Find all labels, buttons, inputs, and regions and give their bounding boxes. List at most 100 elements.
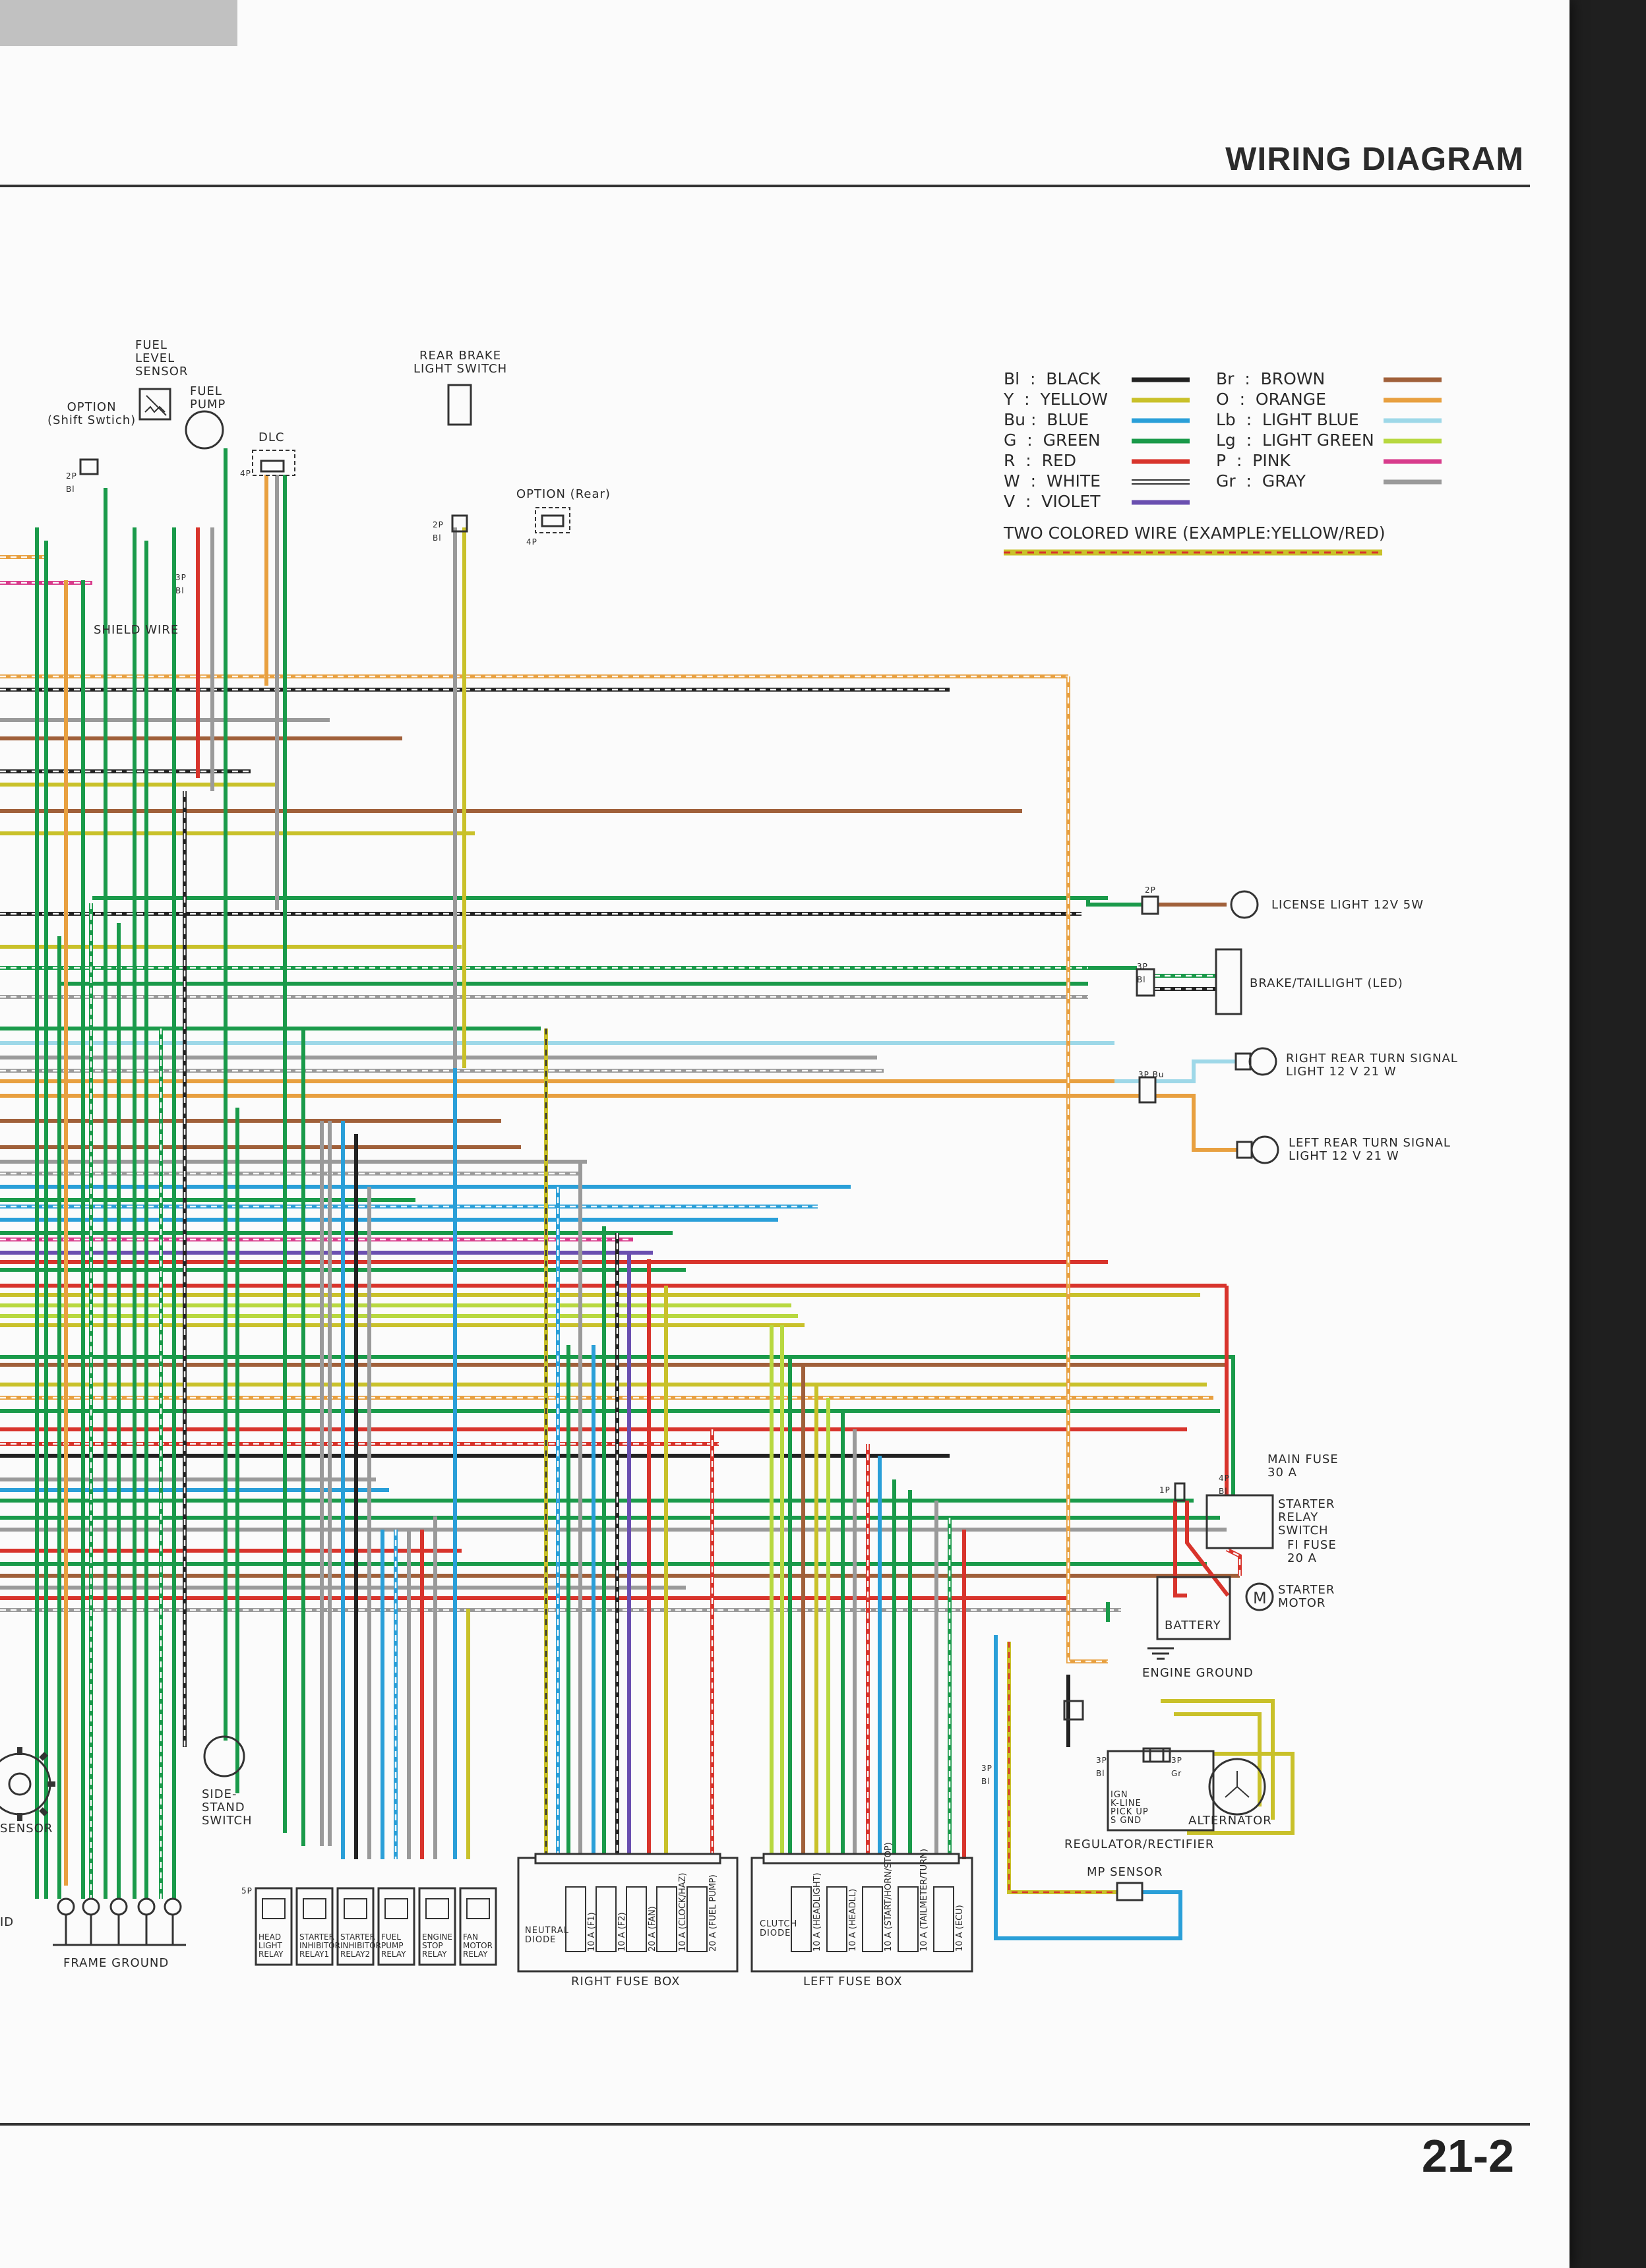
relay-block bbox=[255, 1887, 497, 1966]
alternator-icon bbox=[1208, 1758, 1266, 1816]
relay-2-outline bbox=[336, 1887, 375, 1966]
option-rear-label: OPTION (Rear) bbox=[516, 487, 611, 501]
fuel-level-sensor-label: FUEL LEVEL SENSOR bbox=[135, 338, 189, 378]
wire-139 bbox=[994, 1635, 1182, 1940]
relay-2-coil bbox=[344, 1898, 367, 1919]
wire-135 bbox=[1187, 1752, 1295, 1835]
starter-motor-label: STARTER MOTOR bbox=[1278, 1583, 1335, 1610]
fuel-pump-icon bbox=[185, 410, 224, 450]
frame-ground-icons bbox=[53, 1897, 186, 1946]
starter-relay-switch-label: STARTER RELAY SWITCH bbox=[1278, 1497, 1335, 1537]
option-rear-connector bbox=[535, 507, 570, 533]
tail-connector-code: 3P Bl bbox=[1137, 962, 1148, 984]
engine-ground-label: ENGINE GROUND bbox=[1142, 1666, 1254, 1680]
side-stand-switch-icon bbox=[203, 1735, 245, 1777]
mp-connector-code: 3P Bl bbox=[981, 1764, 992, 1786]
mp-sensor-label: MP SENSOR bbox=[1087, 1865, 1163, 1879]
manual-page bbox=[0, 0, 1570, 2268]
wire-120 bbox=[1066, 676, 1108, 1663]
legend-item-br: Br : BROWN bbox=[1216, 369, 1326, 388]
regulator-rectifier-icon bbox=[1107, 1750, 1215, 1832]
right-rear-turn-icon bbox=[1248, 1047, 1277, 1076]
right-fuse-label-0: 10 A (F1) bbox=[587, 1912, 597, 1952]
starter-motor-icon bbox=[1245, 1582, 1274, 1611]
legend-item-g: G : GREEN bbox=[1004, 431, 1101, 450]
legend-item-w: W : WHITE bbox=[1004, 471, 1101, 491]
wire-140 bbox=[1007, 1642, 1117, 1894]
wire-tracer-120 bbox=[1067, 676, 1108, 1663]
engine-ground-icon bbox=[1147, 1647, 1174, 1660]
battery-icon bbox=[1156, 1576, 1231, 1640]
fi-fuse-label: FI FUSE 20 A bbox=[1287, 1538, 1337, 1565]
left-fuse-label-1: 10 A (HEADLL) bbox=[848, 1888, 858, 1952]
regulator-rectifier-label: REGULATOR/RECTIFIER bbox=[1064, 1837, 1215, 1851]
right-fuse-box-label: RIGHT FUSE BOX bbox=[571, 1975, 681, 1988]
page-number: 21-2 bbox=[1421, 2130, 1514, 2182]
left-fuse-label-3: 10 A (TAILMETER/TURN) bbox=[919, 1849, 929, 1952]
legend-item-lb: Lb : LIGHT BLUE bbox=[1216, 410, 1359, 429]
license-light-icon bbox=[1230, 890, 1259, 919]
fuel-level-sensor-icon bbox=[138, 388, 171, 421]
frame-ground-label: FRAME GROUND bbox=[63, 1956, 169, 1970]
dlc-connector-code: 4P bbox=[240, 469, 251, 478]
frame-ground-terminal-icon bbox=[109, 1897, 128, 1916]
left-fuse-label-2: 10 A (START/HORN/STOP) bbox=[884, 1842, 894, 1952]
rear-brake-switch-label: REAR BRAKE LIGHT SWITCH bbox=[413, 349, 508, 376]
left-rear-turn-icon bbox=[1250, 1135, 1279, 1164]
right-fuse-box-outline bbox=[517, 1857, 739, 1973]
regulator-pins-label: IGN K-LINE PICK UP S GND bbox=[1111, 1790, 1149, 1826]
gear-sensor-icon bbox=[0, 1747, 55, 1821]
starter-connector-code: 4P Bl bbox=[1219, 1474, 1230, 1496]
frame-ground-terminal-icon bbox=[137, 1897, 156, 1916]
right-fuse-outline-1 bbox=[595, 1886, 617, 1952]
id-fragment-label: ID bbox=[0, 1915, 15, 1929]
shift-connector-code: 2P Bl bbox=[66, 471, 77, 494]
regulator-connector-code: 3P Bl bbox=[1096, 1756, 1107, 1778]
relay-5-outline bbox=[459, 1887, 497, 1966]
left-fuse-outline-4 bbox=[933, 1886, 954, 1952]
wire-134 bbox=[1225, 1547, 1242, 1576]
legend-item-gr: Gr : GRAY bbox=[1216, 471, 1306, 491]
turn-connector-code: 3P Bu bbox=[1138, 1070, 1165, 1079]
alternator-label: ALTERNATOR bbox=[1188, 1814, 1272, 1828]
wire-136 bbox=[1161, 1699, 1275, 1820]
relay-label-0: HEAD LIGHT RELAY bbox=[259, 1932, 284, 1959]
alternator-connector-code: 3P Gr bbox=[1171, 1756, 1182, 1778]
brake-taillight-label: BRAKE/TAILLIGHT (LED) bbox=[1250, 976, 1403, 990]
left-fuse-label-4: 10 A (ECU) bbox=[955, 1905, 965, 1952]
relay-label-5: FAN MOTOR RELAY bbox=[463, 1932, 493, 1959]
relay-label-3: FUEL PUMP RELAY bbox=[381, 1932, 406, 1959]
left-fuse-outline-2 bbox=[862, 1886, 883, 1952]
left-fuse-outline-0 bbox=[791, 1886, 812, 1952]
wire-127 bbox=[1155, 1059, 1236, 1083]
rear-option-code: 4P bbox=[526, 537, 537, 547]
frame-ground-terminal-icon bbox=[57, 1897, 75, 1916]
legend-item-o: O : ORANGE bbox=[1216, 390, 1326, 409]
legend-swatches bbox=[1004, 377, 1442, 556]
brake-connector-code: 2P Bl bbox=[433, 520, 444, 543]
frame-ground-terminal-icon bbox=[82, 1897, 100, 1916]
left-fuse-outline-3 bbox=[898, 1886, 919, 1952]
right-fuse-label-1: 10 A (F2) bbox=[617, 1912, 627, 1952]
relay-connector-code: 5P bbox=[241, 1886, 253, 1895]
right-fuse-outline-3 bbox=[656, 1886, 677, 1952]
main-fuse-label: MAIN FUSE 30 A bbox=[1267, 1452, 1339, 1479]
legend-item-p: P : PINK bbox=[1216, 451, 1291, 470]
wire-137 bbox=[1174, 1712, 1262, 1806]
svg-text:M: M bbox=[1253, 1589, 1267, 1607]
relay-3-coil bbox=[384, 1898, 408, 1919]
right-fuse-label-2: 20 A (FAN) bbox=[648, 1906, 657, 1952]
right-rear-turn-label: RIGHT REAR TURN SIGNAL LIGHT 12 V 21 W bbox=[1286, 1052, 1458, 1079]
pump-connector-code: 3P Bl bbox=[175, 573, 187, 595]
wire-121 bbox=[1086, 898, 1142, 907]
option-shift-connector bbox=[79, 458, 99, 475]
relay-4-coil bbox=[425, 1898, 449, 1919]
relay-label-4: ENGINE STOP RELAY bbox=[422, 1932, 452, 1959]
license-connector-code: 2P bbox=[1145, 885, 1156, 895]
option-shift-label: OPTION (Shift Swtich) bbox=[47, 400, 137, 427]
relay-5-coil bbox=[466, 1898, 490, 1919]
legend-item-bu: Bu : BLUE bbox=[1004, 410, 1089, 429]
wire-132 bbox=[1220, 1355, 1235, 1495]
rear-brake-switch-icon bbox=[447, 384, 472, 426]
mp-sensor-icon bbox=[1116, 1882, 1143, 1901]
